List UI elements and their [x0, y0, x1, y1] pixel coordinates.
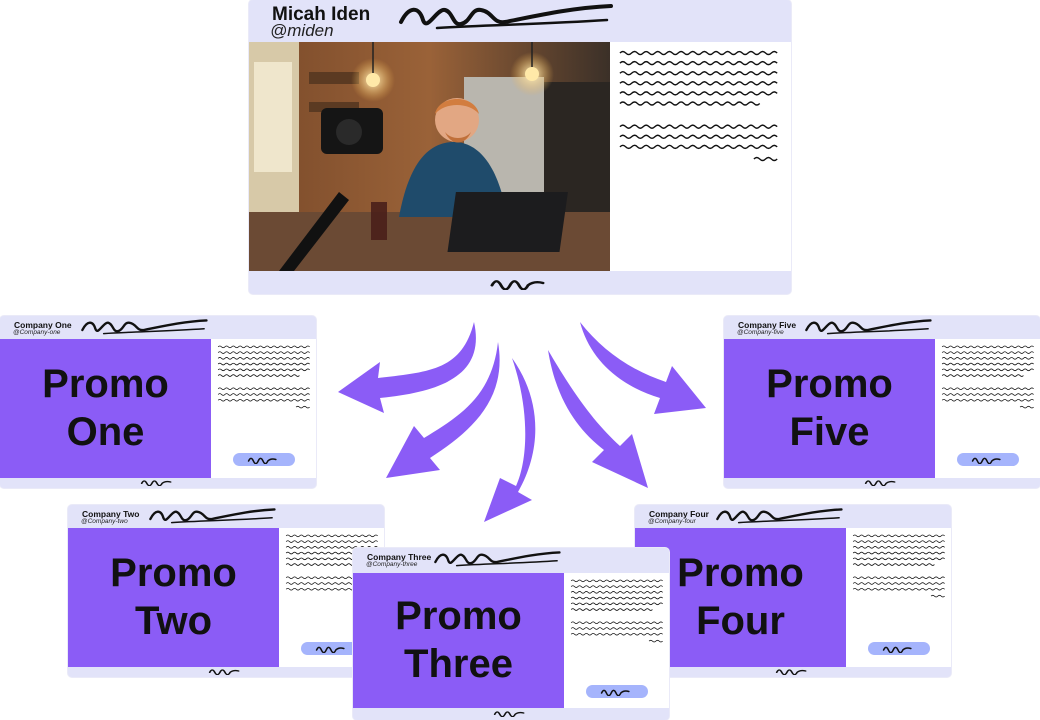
promo-banner: Promo One — [0, 339, 211, 478]
promo-cta-button[interactable] — [301, 642, 363, 655]
promo-banner: Promo Two — [68, 528, 279, 667]
promo-text-panel — [846, 528, 951, 667]
promo-word: Promo — [395, 594, 522, 639]
promo-banner: Promo Three — [353, 573, 564, 708]
promo-word: Promo — [677, 551, 804, 596]
profile-card: Micah Iden @miden — [249, 0, 791, 294]
promo-cta-button[interactable] — [957, 453, 1019, 466]
signature-scribble — [804, 318, 934, 336]
promo-banner: Promo Four — [635, 528, 846, 667]
promo-footer-scribble — [864, 478, 898, 486]
arrow-to-promo-two — [386, 342, 500, 478]
kitchen-vlog-photo — [249, 42, 610, 271]
promo-number: Five — [789, 409, 870, 454]
promo-number: One — [66, 409, 145, 454]
company-handle: @Company-four — [648, 518, 696, 525]
promo-cta-button[interactable] — [868, 642, 930, 655]
profile-name: Micah Iden — [272, 4, 371, 25]
signature-scribble — [148, 507, 278, 525]
promo-footer-scribble — [493, 709, 527, 717]
promo-card-five: Company Five @Company-five Promo Five — [724, 316, 1040, 488]
promo-card-two: Company Two @Company-two Promo Two — [68, 505, 384, 677]
company-name: Company Five — [738, 320, 797, 330]
company-name: Company One — [14, 320, 72, 330]
promo-text-panel — [935, 339, 1040, 478]
promo-number: Two — [134, 598, 212, 643]
company-handle: @Company-two — [81, 518, 128, 525]
company-name: Company Four — [649, 509, 709, 519]
company-name: Company Three — [367, 552, 432, 562]
arrow-to-promo-three — [484, 358, 536, 522]
arrow-to-promo-five — [580, 322, 706, 414]
promo-footer-scribble — [775, 667, 809, 675]
promo-text-panel — [564, 573, 669, 708]
company-name: Company Two — [82, 509, 140, 519]
promo-word: Promo — [766, 362, 893, 407]
promo-cta-button[interactable] — [586, 685, 648, 698]
company-handle: @Company-one — [13, 329, 61, 336]
promo-word: Promo — [42, 362, 169, 407]
promo-footer-scribble — [140, 478, 174, 486]
signature-scribble — [715, 507, 845, 525]
promo-card-three: Company Three @Company-three Promo Three — [353, 548, 669, 720]
promo-banner: Promo Five — [724, 339, 935, 478]
signature-scribble — [80, 318, 210, 336]
company-handle: @Company-five — [737, 329, 784, 336]
company-handle: @Company-three — [366, 561, 418, 568]
signature-scribble — [433, 550, 563, 568]
promo-number: Three — [404, 641, 513, 686]
promo-footer-scribble — [208, 667, 242, 675]
promo-text-panel — [211, 339, 316, 478]
promo-card-one: Company One @Company-one Promo One — [0, 316, 316, 488]
profile-handle: @miden — [270, 21, 334, 40]
promo-number: Four — [696, 598, 785, 643]
profile-text-panel — [610, 42, 791, 271]
promo-word: Promo — [110, 551, 237, 596]
arrow-to-promo-one — [338, 322, 476, 413]
promo-card-four: Company Four @Company-four Promo Four — [635, 505, 951, 677]
promo-cta-button[interactable] — [233, 453, 295, 466]
arrow-to-promo-four — [548, 350, 648, 488]
